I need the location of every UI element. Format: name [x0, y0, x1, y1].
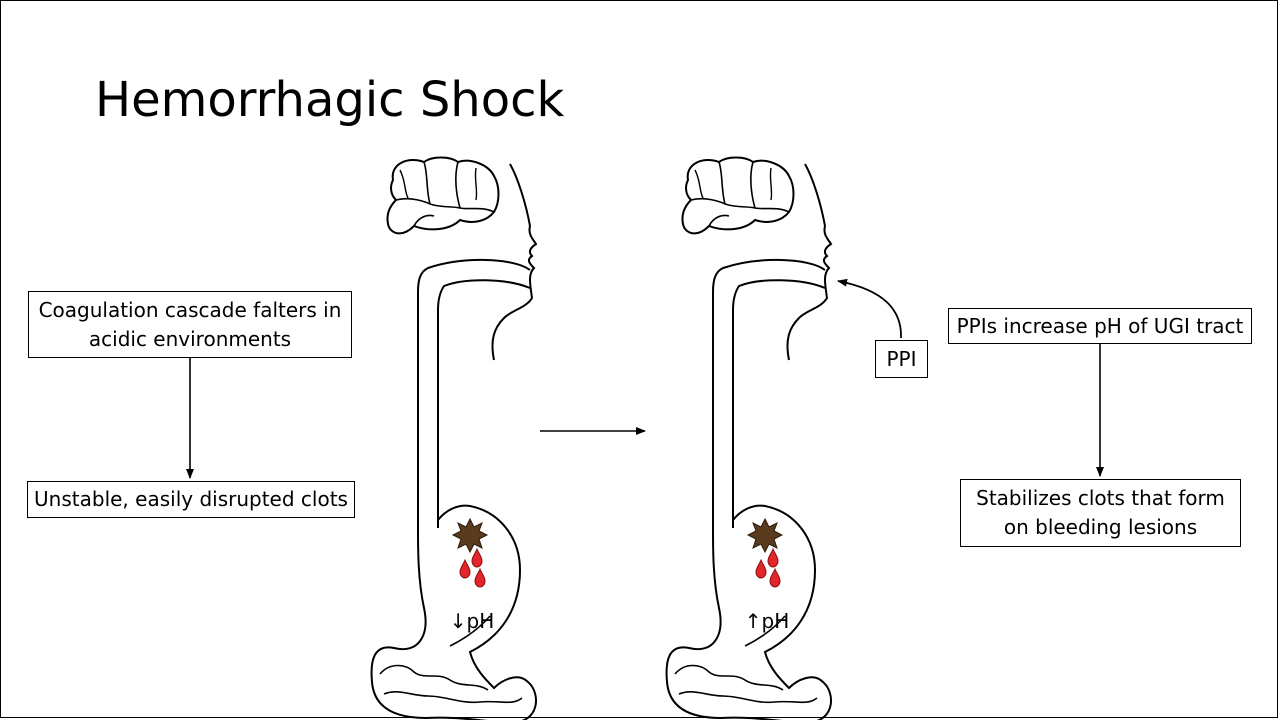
left-blood-drop-icon [474, 567, 486, 588]
right-lesion-icon [746, 517, 784, 554]
ppi-to-mouth-arrow [837, 278, 902, 339]
right-blood-drop-icon [767, 547, 779, 568]
right-blood-drop-icon [755, 558, 767, 579]
unstable-clots-box: Unstable, easily disrupted clots [27, 481, 355, 518]
stabilizes-clots-text: Stabilizes clots that form on bleeding l… [976, 486, 1225, 539]
coagulation-falters-text: Coagulation cascade falters in acidic en… [38, 297, 342, 351]
stabilizes-clots-box: Stabilizes clots that form on bleeding l… [960, 479, 1241, 547]
ppi-increase-ph-box: PPIs increase pH of UGI tract [948, 308, 1252, 344]
right-anatomy-figure [665, 156, 833, 720]
right-ph-label: ↑pH [745, 609, 790, 633]
ppi-label-text: PPI [886, 346, 917, 371]
ppi-label-box: PPI [875, 340, 928, 378]
right-blood-drop-icon [769, 567, 781, 588]
slide-title: Hemorrhagic Shock [95, 72, 565, 128]
left-blood-drop-icon [459, 558, 471, 579]
ppi-increase-ph-text: PPIs increase pH of UGI tract [956, 313, 1244, 338]
left-anatomy-figure [370, 156, 538, 720]
left-ph-label: ↓pH [450, 609, 495, 633]
left-blood-drop-icon [471, 547, 483, 568]
left-lesion-icon [451, 517, 489, 554]
unstable-clots-text: Unstable, easily disrupted clots [34, 487, 348, 511]
coagulation-falters-box: Coagulation cascade falters in acidic en… [28, 291, 352, 358]
